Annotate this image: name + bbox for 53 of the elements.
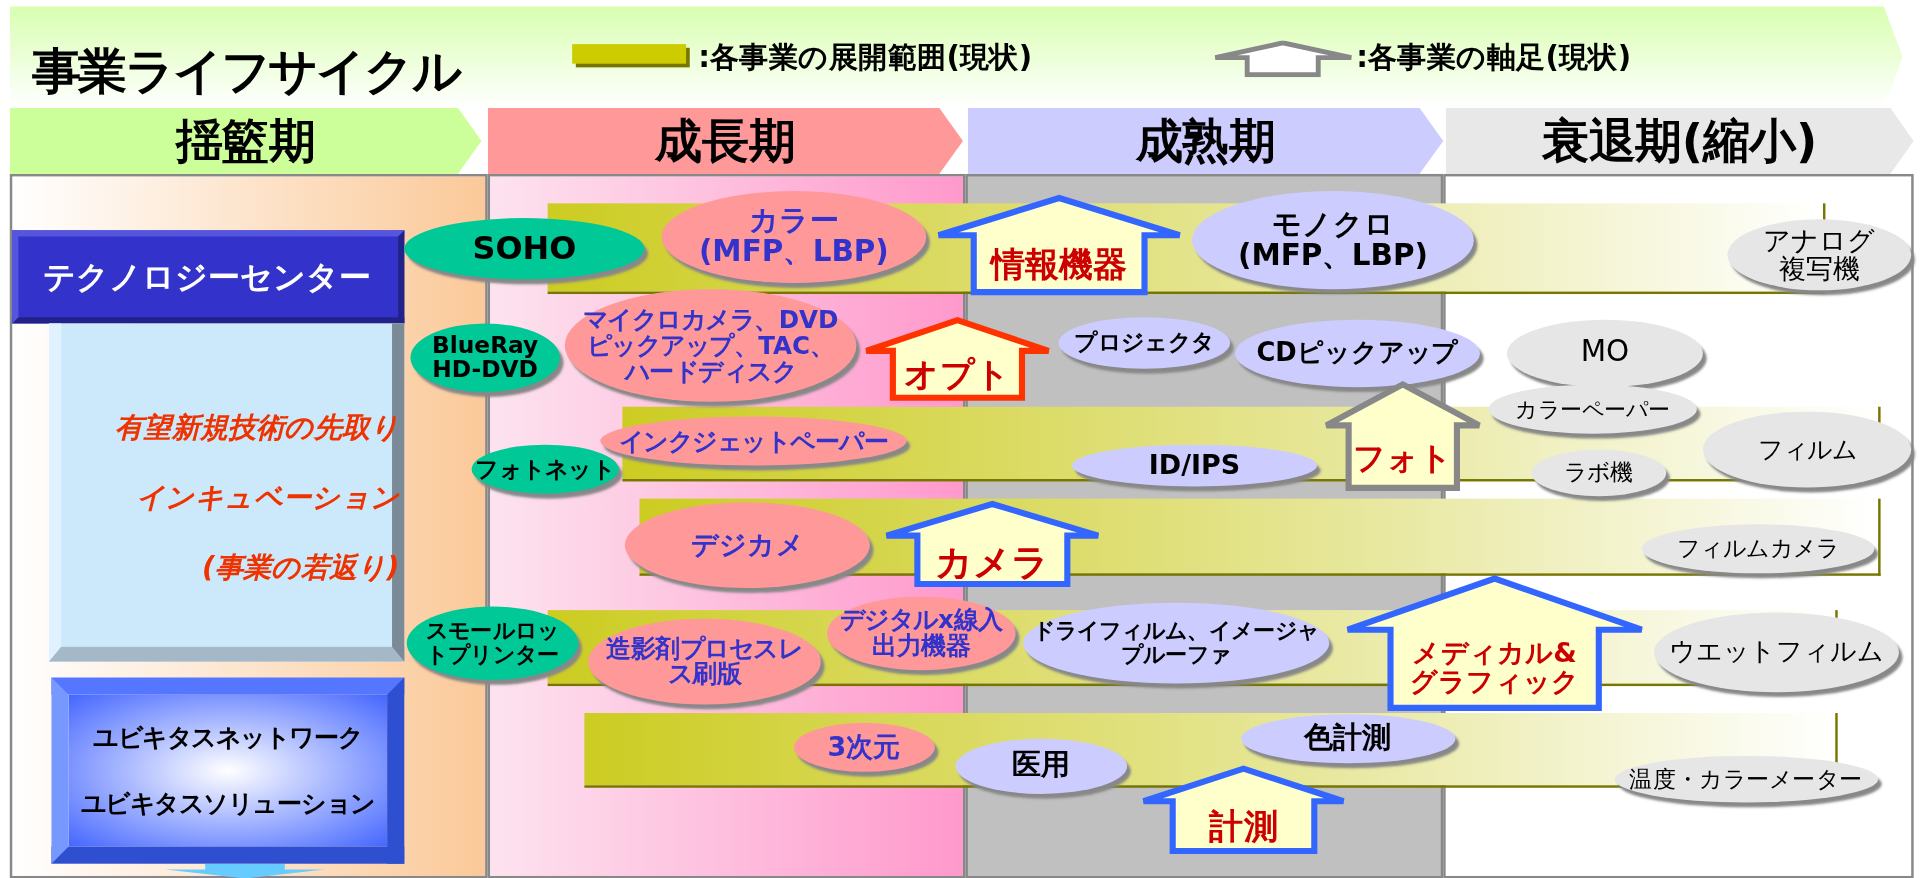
ellipse-label: 色計測 bbox=[1303, 723, 1392, 755]
ellipse-label: マイクロカメラ、DVDピックアップ、TAC、ハードディスク bbox=[581, 306, 840, 385]
ellipse-label: ラボ機 bbox=[1563, 460, 1634, 486]
ellipse-label: スモールロットプリンター bbox=[425, 620, 560, 667]
marker-label: 情報機器 bbox=[988, 243, 1129, 287]
box-label: ユビキタスネットワーク bbox=[93, 721, 363, 754]
marker-label: 計測 bbox=[1208, 806, 1279, 849]
ellipse-label: ドライフィルム、イメージャプルーファ bbox=[1031, 620, 1321, 667]
title: 事業ライフサイクル bbox=[31, 41, 460, 102]
ellipse-label: デジタルx線入出力機器 bbox=[838, 607, 1004, 660]
ellipse-label: フィルムカメラ bbox=[1676, 536, 1840, 562]
box-label: テクノロジーセンター bbox=[42, 256, 372, 297]
stage-header bbox=[967, 107, 1444, 174]
box-label: ユビキタスソリューション bbox=[80, 787, 375, 820]
panel-text: インキュベーション bbox=[135, 480, 400, 516]
ellipse-label: BlueRay HD-DVD bbox=[431, 333, 540, 383]
marker-label: メディカル&グラフィック bbox=[1409, 635, 1581, 699]
stage-title: 揺籃期 bbox=[175, 112, 316, 170]
stage-header bbox=[1445, 107, 1914, 174]
stage-title: 成長期 bbox=[655, 112, 796, 170]
ellipse-label: デジカメ bbox=[690, 531, 804, 560]
ellipse-label: ID/IPS bbox=[1148, 451, 1241, 480]
ellipse-label: 医用 bbox=[1011, 750, 1071, 782]
ellipse-label: フィルム bbox=[1758, 436, 1857, 463]
ellipse-label: ウエットフィルム bbox=[1668, 638, 1885, 666]
ubiquitous-box bbox=[51, 677, 405, 864]
marker-label: カメラ bbox=[934, 540, 1051, 583]
ellipse-label: モノクロ (MFP、LBP) bbox=[1237, 209, 1429, 271]
incubation-panel bbox=[49, 323, 405, 662]
ellipse-label: 造影剤プロセスレス刷版 bbox=[605, 635, 804, 688]
technology-center-box bbox=[12, 230, 405, 324]
marker-label: オプト bbox=[903, 355, 1012, 397]
business-focus-marker bbox=[1323, 382, 1483, 491]
ellipse-label: カラーペーパー bbox=[1515, 397, 1670, 421]
ellipse-label: CDピックアップ bbox=[1256, 339, 1459, 367]
ellipse-label: プロジェクタ bbox=[1074, 330, 1215, 356]
stage-header bbox=[9, 107, 482, 174]
ellipse-label: インクジェットペーパー bbox=[618, 428, 889, 454]
ellipse-label: アナログ複写機 bbox=[1761, 226, 1877, 284]
stage-title: 成熟期 bbox=[1135, 112, 1276, 170]
ellipse-label: フォトネット bbox=[475, 457, 615, 482]
ellipse-label: 3次元 bbox=[827, 733, 901, 762]
stage-title: 衰退期(縮小) bbox=[1542, 112, 1818, 170]
marker-label: フォト bbox=[1352, 439, 1454, 479]
ellipse-label: SOHO bbox=[472, 231, 577, 266]
legend-text: :各事業の軸足(現状) bbox=[1356, 39, 1632, 77]
ellipse-label: 温度・カラーメーター bbox=[1629, 766, 1863, 792]
panel-text: (事業の若返り) bbox=[201, 550, 400, 586]
legend-text: :各事業の展開範囲(現状) bbox=[698, 39, 1033, 77]
ellipse-label: カラー (MFP、LBP) bbox=[697, 205, 890, 268]
stage-header bbox=[487, 107, 963, 174]
ellipse-label: MO bbox=[1580, 337, 1630, 369]
panel-text: 有望新規技術の先取り bbox=[114, 410, 400, 446]
